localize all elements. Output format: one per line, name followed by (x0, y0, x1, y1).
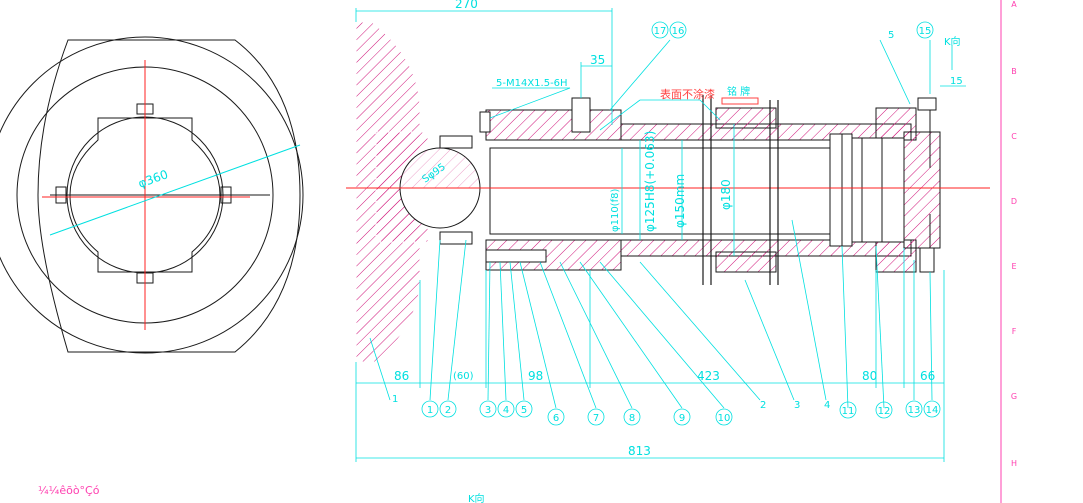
outer-diameter-label: φ180 (719, 179, 733, 210)
label-5-top: 5 (888, 30, 894, 41)
callout-11: 11 (842, 406, 855, 417)
callout-12: 12 (878, 406, 891, 417)
bolt-spec: 5-M14X1.5-6H (496, 78, 568, 89)
dim-60: (60) (453, 371, 474, 382)
callout-13: 13 (908, 405, 921, 416)
break-lines (702, 95, 779, 285)
bolts (439, 97, 937, 273)
callout-1: 1 (427, 405, 433, 416)
top-dims (355, 8, 966, 131)
bore-mm-label: φ150mm (673, 174, 687, 228)
top-callouts (651, 21, 934, 39)
frame-label-c: C (1011, 132, 1017, 141)
frame-label-b: B (1011, 67, 1017, 76)
frame-label-d: D (1011, 197, 1017, 206)
callout-7: 7 (593, 413, 599, 424)
dim-66: 66 (920, 369, 935, 383)
callout-4: 4 (503, 405, 509, 416)
diameter-dims (621, 124, 735, 256)
callout-3: 3 (485, 405, 491, 416)
callout-2: 2 (445, 405, 451, 416)
nameplate-label: 铭 牌 (727, 85, 750, 98)
piston-rod (489, 133, 905, 247)
k-view-label: K向 (944, 35, 961, 48)
callout-6: 6 (553, 413, 559, 424)
callout-17: 17 (654, 26, 667, 37)
callout-5: 5 (521, 405, 527, 416)
label-2: 2 (760, 400, 766, 411)
bore-diameter-label: φ125H8(+0.063) (643, 131, 657, 232)
frame-label-g: G (1011, 392, 1017, 401)
dim-15: 15 (950, 76, 963, 87)
bottom-callouts (421, 400, 941, 426)
corner-text: ¼¼êõò°Çó (38, 484, 100, 497)
callout-8: 8 (629, 413, 635, 424)
callout-14: 14 (926, 405, 939, 416)
frame-label-h: H (1011, 459, 1017, 468)
left-diameter-label: φ360 (136, 167, 170, 191)
callout-10: 10 (718, 413, 731, 424)
dim-86: 86 (394, 369, 409, 383)
drawing-frame: A B C D E F G H (1000, 0, 1022, 503)
dim-80: 80 (862, 369, 877, 383)
surface-note: 表面不涂漆 (660, 87, 715, 101)
rod-diameter-label: φ110(f8) (610, 189, 621, 232)
dim-813: 813 (628, 444, 651, 458)
dim-270: 270 (455, 0, 478, 11)
dim-98: 98 (528, 369, 543, 383)
dim-35: 35 (590, 53, 605, 67)
callout-9: 9 (679, 413, 685, 424)
dim-423: 423 (697, 369, 720, 383)
frame-label-f: F (1012, 327, 1017, 336)
label-3: 3 (794, 400, 800, 411)
bottom-dims (355, 248, 945, 462)
k-view-bottom: K向 (468, 492, 485, 503)
callout-16: 16 (672, 26, 685, 37)
label-4: 4 (824, 400, 830, 411)
frame-label-e: E (1011, 262, 1016, 271)
label-1: 1 (392, 394, 398, 405)
leader-lines (369, 219, 933, 409)
frame-label-a: A (1011, 0, 1017, 9)
end-view (0, 36, 304, 354)
callout-15: 15 (919, 26, 932, 37)
